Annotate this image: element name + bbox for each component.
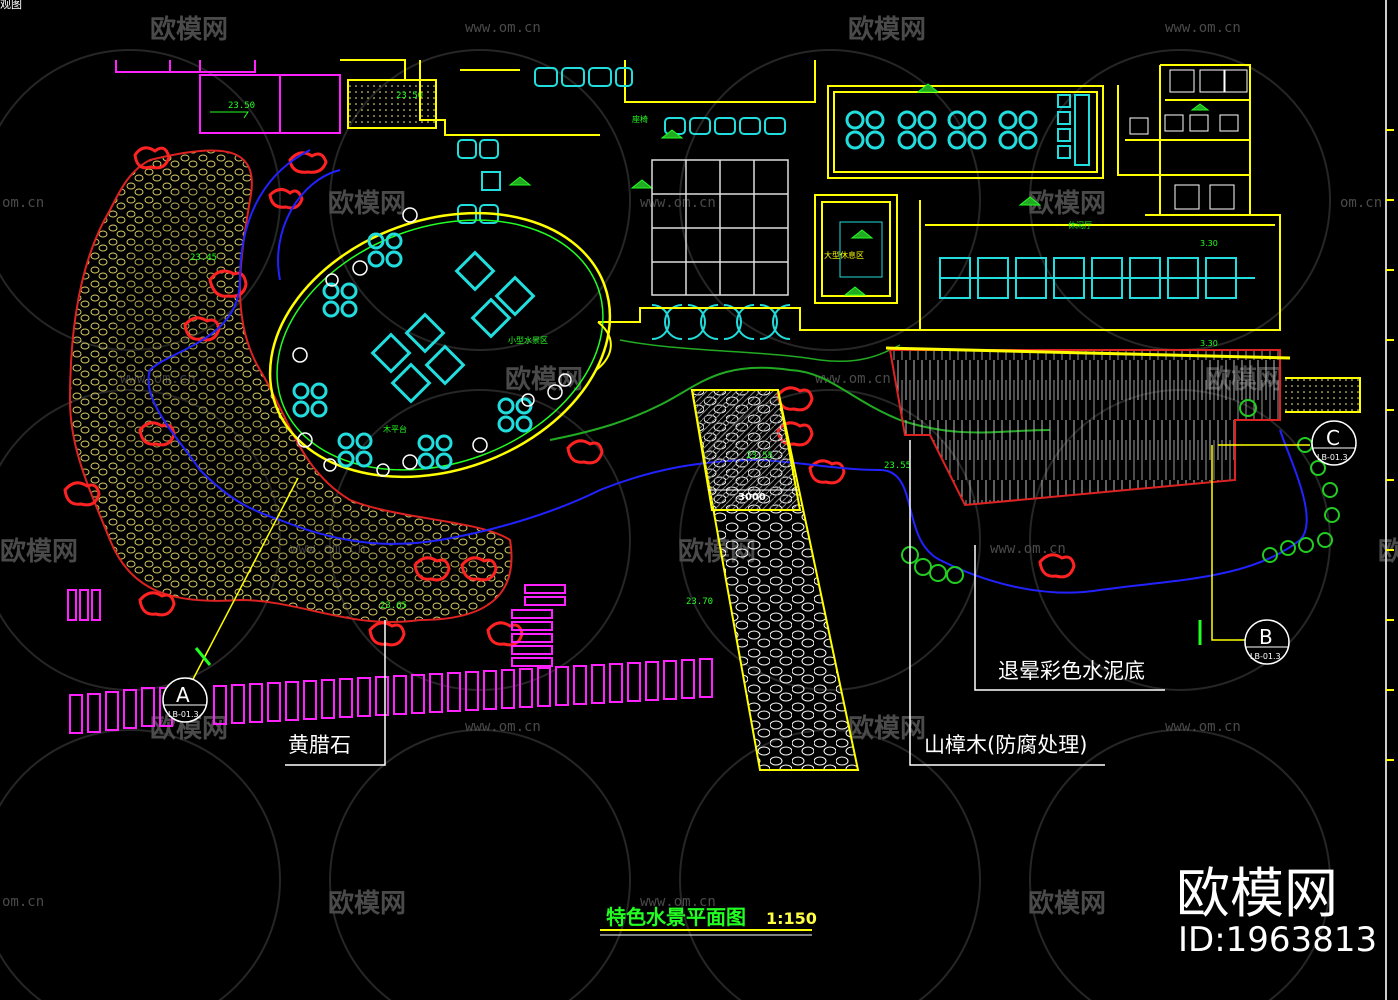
- elevation-label: 23.55: [884, 461, 911, 471]
- tag-ref: LB-01.3: [168, 710, 199, 719]
- elevation-marker: [210, 111, 249, 119]
- elevation-label: 3.30: [1200, 239, 1218, 248]
- dimension-label: 3000: [738, 492, 766, 503]
- watermark-url: www.om.cn: [1165, 719, 1241, 735]
- watermark-brand: 欧模网: [1378, 536, 1398, 567]
- hall-label: 大型休息区: [824, 250, 864, 260]
- callout-huanglashi: 黄腊石: [288, 733, 351, 757]
- watermark-url: om.cn: [1340, 195, 1382, 211]
- brand-name: 欧模网: [1176, 862, 1338, 925]
- water-boundary: [147, 149, 1308, 594]
- deck-flowers: [292, 207, 572, 477]
- watermark-brand: 欧模网: [0, 536, 78, 567]
- elevation-label: 23.55: [746, 451, 773, 461]
- booth-seats: [939, 94, 1255, 299]
- watermark-url: www.om.cn: [640, 195, 716, 211]
- callout-shanzhangmu: 山樟木(防腐处理): [924, 733, 1087, 757]
- watermark-url: www.om.cn: [640, 894, 716, 910]
- hall-frame: [839, 221, 883, 278]
- elevation-label: 23.50: [396, 91, 423, 101]
- watermark-url: om.cn: [2, 894, 44, 910]
- terrace-edge: [598, 307, 920, 331]
- stone-path-upper: [690, 389, 802, 511]
- quatrefoil-tables: [845, 110, 1038, 150]
- watermark-brand: 欧模网: [505, 364, 583, 395]
- section-tag-a: A LB-01.3: [162, 677, 208, 723]
- tag-letter: A: [176, 683, 190, 707]
- section-tag-b: B LB-01.3: [1244, 619, 1290, 665]
- seat-label: 座椅: [632, 114, 648, 124]
- drawing-scale: 1:150: [766, 909, 817, 928]
- deck-label: 木平台: [383, 424, 407, 434]
- watermark-brand: 欧模网: [1028, 188, 1106, 219]
- pebble-planting-bed: [68, 149, 513, 624]
- oval-deck-inner: [276, 219, 604, 471]
- watermark-brand: 欧模网: [328, 188, 406, 219]
- frame-ticks: [1386, 129, 1394, 761]
- tag-letter: C: [1326, 426, 1340, 450]
- magenta-structures: [115, 60, 341, 134]
- deck-edge: [885, 346, 1291, 360]
- terrain-contour-2: [619, 339, 901, 363]
- deck-bridge: [595, 321, 612, 371]
- watermark-url: www.om.cn: [465, 719, 541, 735]
- elevation-label: 23.70: [686, 597, 713, 607]
- watermark-brand: 欧模网: [1028, 888, 1106, 919]
- water-edge-inner: [277, 169, 341, 281]
- entry-doors: [651, 304, 791, 340]
- timber-steps: [67, 584, 713, 734]
- drawing-title: 特色水景平面图: [606, 905, 746, 929]
- deck-furniture: [292, 232, 536, 470]
- watermark-url: www.om.cn: [465, 20, 541, 36]
- wall-line: [340, 59, 406, 80]
- brand-id: ID:1963813: [1178, 920, 1377, 960]
- seat-markers: [508, 83, 1210, 296]
- building-walls: [419, 60, 1281, 331]
- watermark-brand: 欧模网: [848, 14, 926, 45]
- section-tag-c: C LB-01.3: [1311, 420, 1357, 466]
- tag-ref: LB-01.3: [1317, 453, 1348, 462]
- tag-ref: LB-01.3: [1250, 652, 1281, 661]
- pebble-inner: [111, 181, 480, 591]
- watermark-texts: 欧模网 欧模网 www.om.cn www.om.cn 欧模网 欧模网 om.c…: [0, 14, 1398, 919]
- watermark-url: www.om.cn: [1165, 20, 1241, 36]
- elevation-label: 23.45: [190, 253, 217, 263]
- watermark-brand: 欧模网: [328, 888, 406, 919]
- watermark-url: om.cn: [2, 195, 44, 211]
- elevation-label: 23.65: [380, 601, 407, 611]
- side-planter: [1285, 377, 1361, 413]
- elevation-label: 3.30: [1200, 339, 1218, 348]
- grid-paving: [651, 159, 789, 296]
- dining-furniture: [457, 67, 786, 224]
- green-shrubs: [901, 399, 1340, 584]
- watermark-url: www.om.cn: [990, 541, 1066, 557]
- watermark-brand: 欧模网: [150, 14, 228, 45]
- pool-label: 小型水景区: [508, 335, 548, 345]
- room-label: 休闲厅: [1068, 220, 1092, 230]
- leader-lines: [189, 440, 1310, 766]
- tag-letter: B: [1259, 625, 1273, 649]
- watermark-brand: 欧模网: [848, 713, 926, 744]
- restroom-fixtures: [1129, 69, 1248, 210]
- corner-label: 观图: [0, 0, 22, 11]
- oval-deck-outer: [268, 211, 612, 479]
- elevation-label: 23.50: [228, 101, 255, 111]
- wood-deck-planter: [888, 349, 1281, 507]
- callout-tuiyun: 退晕彩色水泥底: [998, 659, 1145, 683]
